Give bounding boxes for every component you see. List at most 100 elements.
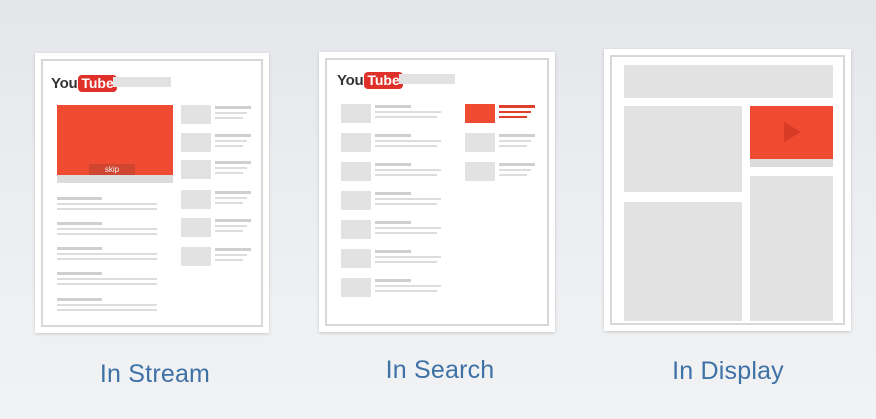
- search-result-title: [375, 134, 411, 137]
- search-result-meta: [375, 203, 437, 205]
- related-title-line: [215, 248, 251, 251]
- skip-button: skip: [89, 164, 135, 175]
- search-result-meta: [375, 261, 437, 263]
- search-result-title: [375, 221, 411, 224]
- related-meta-line: [215, 172, 243, 174]
- search-result-meta: [375, 116, 437, 118]
- related-thumbnail: [181, 105, 211, 124]
- search-result-meta: [375, 285, 441, 287]
- search-result-title: [375, 105, 411, 108]
- description-line: [57, 208, 157, 210]
- comment-line: [57, 233, 157, 235]
- youtube-logo-you: You: [51, 74, 78, 92]
- comment-line: [57, 228, 157, 230]
- youtube-logo-tube: Tube: [78, 74, 117, 92]
- related-meta-line: [215, 167, 247, 169]
- related-title-line: [215, 191, 251, 194]
- search-result-meta: [375, 232, 437, 234]
- comment-line: [57, 283, 157, 285]
- in-search-frame: You Tube: [325, 58, 549, 326]
- promoted-video-meta: [499, 111, 531, 113]
- youtube-logo: You Tube: [51, 74, 117, 92]
- in-stream-frame: You Tube skip: [41, 59, 263, 327]
- search-result-meta: [375, 227, 441, 229]
- search-result-meta: [375, 169, 441, 171]
- search-result-meta: [375, 256, 441, 258]
- related-meta-line: [215, 145, 243, 147]
- promoted-video-title: [499, 105, 535, 108]
- search-result-meta: [375, 198, 441, 200]
- side-video-meta: [499, 145, 527, 147]
- search-result-meta: [375, 145, 437, 147]
- related-meta-line: [215, 140, 247, 142]
- related-title-line: [215, 161, 251, 164]
- search-result-meta: [375, 290, 437, 292]
- comment-line: [57, 304, 157, 306]
- related-meta-line: [215, 112, 247, 114]
- search-bar: [113, 77, 171, 87]
- description-line: [57, 197, 102, 200]
- search-result-thumbnail: [341, 104, 371, 123]
- in-search-panel: You Tube: [319, 52, 555, 332]
- side-video-title: [499, 134, 535, 137]
- side-video-meta: [499, 140, 531, 142]
- search-result-meta: [375, 174, 437, 176]
- search-result-title: [375, 250, 411, 253]
- comment-line: [57, 258, 157, 260]
- in-search-caption: In Search: [385, 356, 495, 384]
- sidebar-block: [750, 176, 833, 321]
- comment-line: [57, 253, 157, 255]
- comment-line: [57, 278, 157, 280]
- related-meta-line: [215, 230, 243, 232]
- related-meta-line: [215, 259, 243, 261]
- related-title-line: [215, 106, 251, 109]
- search-result-title: [375, 163, 411, 166]
- side-video-thumbnail: [465, 133, 495, 152]
- side-video-meta: [499, 169, 531, 171]
- comment-line: [57, 309, 157, 311]
- promoted-video-thumbnail: [465, 104, 495, 123]
- search-result-title: [375, 192, 411, 195]
- related-meta-line: [215, 202, 243, 204]
- related-thumbnail: [181, 190, 211, 209]
- related-thumbnail: [181, 160, 211, 179]
- search-result-thumbnail: [341, 220, 371, 239]
- side-video-thumbnail: [465, 162, 495, 181]
- content-block: [624, 202, 742, 321]
- in-display-frame: [610, 55, 845, 325]
- side-video-meta: [499, 174, 527, 176]
- side-video-title: [499, 163, 535, 166]
- related-meta-line: [215, 254, 247, 256]
- comment-line: [57, 272, 102, 275]
- search-result-thumbnail: [341, 249, 371, 268]
- search-result-thumbnail: [341, 133, 371, 152]
- related-meta-line: [215, 225, 247, 227]
- display-ad-bar: [750, 159, 833, 167]
- youtube-logo: You Tube: [337, 71, 403, 89]
- related-thumbnail: [181, 247, 211, 266]
- youtube-logo-tube: Tube: [364, 71, 403, 89]
- play-icon: [784, 122, 801, 142]
- in-display-caption: In Display: [672, 357, 784, 385]
- related-meta-line: [215, 197, 247, 199]
- search-result-thumbnail: [341, 278, 371, 297]
- youtube-logo-you: You: [337, 71, 364, 89]
- promoted-video-meta: [499, 116, 527, 118]
- related-thumbnail: [181, 218, 211, 237]
- in-stream-caption: In Stream: [99, 360, 211, 388]
- related-title-line: [215, 219, 251, 222]
- related-title-line: [215, 134, 251, 137]
- content-block: [624, 106, 742, 192]
- in-display-panel: [604, 49, 851, 331]
- related-thumbnail: [181, 133, 211, 152]
- comment-line: [57, 247, 102, 250]
- description-line: [57, 203, 157, 205]
- search-result-thumbnail: [341, 191, 371, 210]
- comment-line: [57, 298, 102, 301]
- search-result-title: [375, 279, 411, 282]
- video-progress-bar: [57, 175, 173, 183]
- related-meta-line: [215, 117, 243, 119]
- search-result-meta: [375, 111, 441, 113]
- search-result-meta: [375, 140, 441, 142]
- in-stream-panel: You Tube skip: [35, 53, 269, 333]
